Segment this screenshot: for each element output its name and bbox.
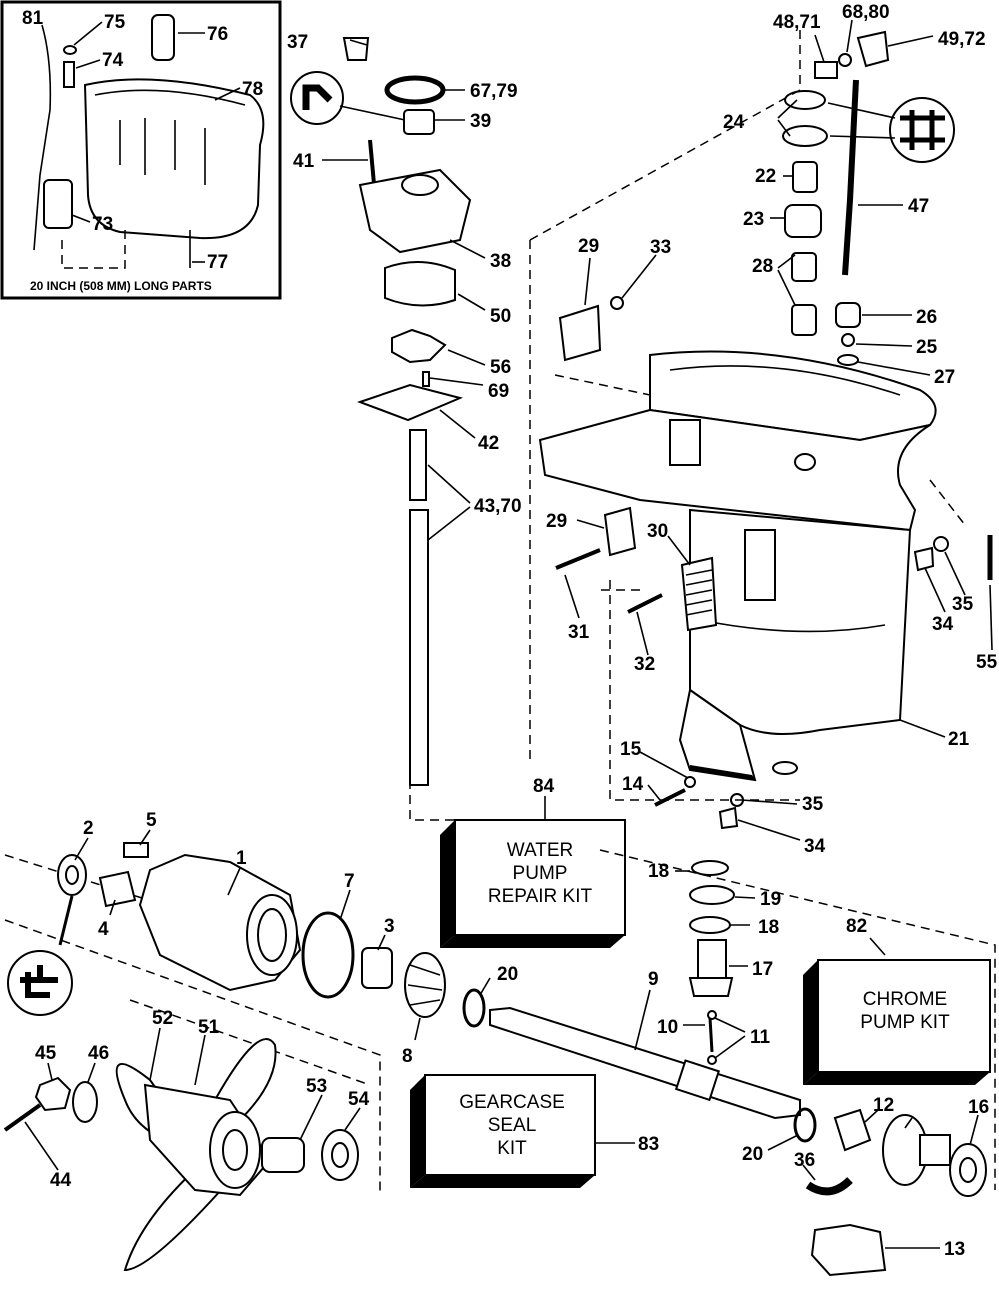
- water-pump-stack: 37 67,79 39 41 38 50 56 69 42 43,70: [287, 32, 555, 821]
- kit-water-pump: 84 WATER PUMP REPAIR KIT: [440, 776, 626, 948]
- label-22: 22: [755, 166, 776, 187]
- label-30: 30: [647, 521, 668, 542]
- label-52: 52: [152, 1008, 173, 1029]
- label-28: 28: [752, 256, 773, 277]
- label-47: 47: [908, 196, 929, 217]
- label-15: 15: [620, 739, 642, 760]
- label-45: 45: [35, 1043, 57, 1064]
- kit-water-pump-line3: REPAIR KIT: [488, 886, 593, 907]
- label-39: 39: [470, 111, 491, 132]
- label-21: 21: [948, 729, 970, 750]
- label-29-upper: 29: [578, 236, 599, 257]
- label-51: 51: [198, 1017, 220, 1038]
- label-10: 10: [657, 1017, 678, 1038]
- label-55: 55: [976, 652, 998, 673]
- shift-rod-stack: 48,71 68,80 49,72 24 22 23 47 28 26 25 2…: [529, 2, 986, 396]
- label-67-79: 67,79: [470, 81, 518, 102]
- label-25: 25: [916, 337, 938, 358]
- label-2: 2: [83, 818, 94, 839]
- kit-gearcase-seal-line3: KIT: [497, 1138, 527, 1159]
- label-46: 46: [88, 1043, 109, 1064]
- label-20-right: 20: [742, 1144, 763, 1165]
- label-56: 56: [490, 357, 511, 378]
- propeller-assembly: 52 51 45 46 53 54 44: [3, 1008, 370, 1272]
- label-31: 31: [568, 622, 590, 643]
- label-20-left: 20: [497, 964, 518, 985]
- label-17: 17: [752, 959, 773, 980]
- label-82: 82: [846, 916, 867, 937]
- label-53: 53: [306, 1076, 327, 1097]
- label-36: 36: [794, 1150, 815, 1171]
- label-37: 37: [287, 32, 308, 53]
- label-38: 38: [490, 251, 511, 272]
- inset-label-75: 75: [104, 12, 126, 33]
- kit-chrome-pump-line1: CHROME: [863, 989, 947, 1010]
- label-18-lower: 18: [758, 917, 779, 938]
- label-7: 7: [344, 871, 355, 892]
- label-48-71: 48,71: [773, 12, 821, 33]
- label-34-lower: 34: [804, 836, 826, 857]
- inset-label-73: 73: [92, 214, 113, 235]
- label-13: 13: [944, 1239, 965, 1260]
- label-68-80: 68,80: [842, 2, 890, 23]
- label-42: 42: [478, 433, 499, 454]
- label-12: 12: [873, 1095, 894, 1116]
- label-69: 69: [488, 381, 509, 402]
- label-29-lower: 29: [546, 511, 567, 532]
- label-35-lower: 35: [802, 794, 824, 815]
- label-8: 8: [402, 1046, 413, 1067]
- label-19: 19: [760, 889, 781, 910]
- label-5: 5: [146, 810, 157, 831]
- label-11: 11: [750, 1027, 771, 1048]
- kit-chrome-pump: 82 CHROME PUMP KIT: [803, 916, 991, 1085]
- label-34-right: 34: [932, 614, 954, 635]
- inset-label-81: 81: [22, 8, 44, 29]
- kit-chrome-pump-line2: PUMP KIT: [860, 1012, 950, 1033]
- kit-water-pump-line2: PUMP: [513, 863, 568, 884]
- inset-label-76: 76: [207, 24, 228, 45]
- label-54: 54: [348, 1089, 370, 1110]
- kit-gearcase-seal-line2: SEAL: [488, 1115, 537, 1136]
- inset-caption: 20 INCH (508 MM) LONG PARTS: [30, 279, 212, 293]
- label-49-72: 49,72: [938, 29, 986, 50]
- label-83: 83: [638, 1134, 659, 1155]
- label-27: 27: [934, 367, 955, 388]
- bearing-housing-assembly: 2 5 1 4 7 3 20 8 9 18 19 18 17 10 11 20 …: [4, 810, 996, 1277]
- label-35-right: 35: [952, 594, 974, 615]
- label-4: 4: [98, 919, 109, 940]
- label-9: 9: [648, 969, 659, 990]
- inset-label-77: 77: [207, 252, 228, 273]
- label-26: 26: [916, 307, 937, 328]
- inset-label-78: 78: [242, 79, 263, 100]
- label-3: 3: [384, 916, 395, 937]
- label-44: 44: [50, 1170, 72, 1191]
- label-18-upper: 18: [648, 861, 669, 882]
- label-33: 33: [650, 237, 671, 258]
- label-32: 32: [634, 654, 655, 675]
- label-41: 41: [293, 151, 315, 172]
- label-23: 23: [743, 209, 764, 230]
- inset-long-parts: 81 75 74 76 78 73 77 20 INCH (508 MM) LO…: [0, 0, 282, 300]
- kit-water-pump-line1: WATER: [507, 840, 574, 861]
- kit-gearcase-seal: 83 GEARCASE SEAL KIT: [410, 1074, 659, 1188]
- label-50: 50: [490, 306, 511, 327]
- label-1: 1: [236, 848, 247, 869]
- label-43-70: 43,70: [474, 496, 522, 517]
- label-16: 16: [968, 1097, 989, 1118]
- kit-gearcase-seal-line1: GEARCASE: [459, 1092, 565, 1113]
- label-14: 14: [622, 774, 644, 795]
- inset-label-74: 74: [102, 50, 124, 71]
- gearcase-housing: 29 33 29 30 31 32 34 35 55 21 15 14 35 3…: [538, 236, 998, 857]
- label-84: 84: [533, 776, 555, 797]
- label-24: 24: [723, 112, 745, 133]
